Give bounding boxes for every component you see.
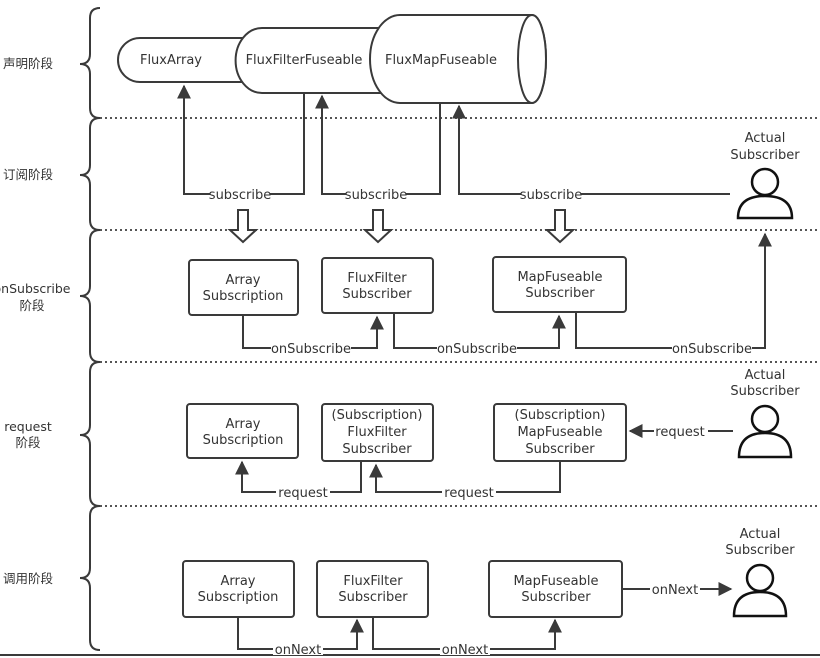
stage-label-invoke: 调用阶段 bbox=[3, 571, 53, 586]
stage-label-request: request bbox=[4, 419, 52, 434]
actor-label: Subscriber bbox=[725, 543, 795, 558]
publisher-label: FluxFilterFuseable bbox=[246, 53, 363, 68]
request-box-fluxfilter-subscriber: (Subscription) FluxFilter Subscriber bbox=[321, 403, 434, 462]
onsubscribe-edge-label: onSubscribe bbox=[437, 342, 517, 357]
invoke-box-mapfuseable-subscriber: MapFuseable Subscriber bbox=[488, 560, 623, 618]
request-box-mapfuseable-subscriber: (Subscription) MapFuseable Subscriber bbox=[493, 403, 627, 462]
svg-text:Subscription: Subscription bbox=[198, 590, 279, 605]
down-arrow-icon bbox=[362, 209, 394, 244]
invoke-box-array-subscription: Array Subscription bbox=[182, 560, 295, 618]
subscribe-edge-label: subscribe bbox=[209, 188, 271, 203]
svg-text:MapFuseable: MapFuseable bbox=[513, 574, 598, 589]
publisher-label: FluxArray bbox=[140, 53, 202, 68]
svg-text:Subscriber: Subscriber bbox=[338, 590, 408, 605]
svg-text:(Subscription): (Subscription) bbox=[332, 408, 423, 423]
user-icon bbox=[736, 167, 794, 220]
onnext-edge-label: onNext bbox=[275, 643, 321, 658]
user-icon bbox=[732, 563, 788, 618]
svg-text:Subscription: Subscription bbox=[203, 289, 284, 304]
user-icon bbox=[737, 404, 793, 459]
stage-brace-invoke bbox=[79, 505, 101, 651]
publisher-flux-map-fuseable: FluxMapFuseable bbox=[369, 14, 547, 104]
actor-label: Subscriber bbox=[730, 148, 800, 163]
svg-text:(Subscription): (Subscription) bbox=[515, 408, 606, 423]
svg-text:Subscriber: Subscriber bbox=[525, 442, 595, 457]
svg-text:Subscriber: Subscriber bbox=[342, 442, 412, 457]
down-arrow-icon bbox=[227, 209, 259, 244]
stage-label-request-suffix: 阶段 bbox=[15, 435, 40, 450]
request-box-array-subscription: Array Subscription bbox=[186, 403, 299, 459]
stage-label-declare: 声明阶段 bbox=[3, 56, 53, 71]
svg-text:Array: Array bbox=[225, 417, 260, 432]
stage-brace-subscribe bbox=[79, 117, 101, 231]
subscribe-edge-to-flux-array bbox=[177, 84, 305, 195]
svg-text:MapFuseable: MapFuseable bbox=[517, 425, 602, 440]
subscribe-edge-to-flux-filter bbox=[315, 94, 441, 195]
subscribe-edge-label: subscribe bbox=[520, 188, 582, 203]
request-edge-label: request bbox=[655, 425, 704, 440]
actor-actual-subscriber: Actual Subscriber bbox=[725, 527, 795, 618]
svg-text:Array: Array bbox=[220, 574, 255, 589]
stage-brace-onsubscribe bbox=[79, 229, 101, 363]
svg-text:Subscriber: Subscriber bbox=[525, 286, 595, 301]
request-edge-label: request bbox=[278, 486, 327, 501]
stage-label-onsubscribe-suffix: 阶段 bbox=[19, 298, 44, 313]
publisher-label: FluxMapFuseable bbox=[385, 53, 497, 68]
down-arrow-icon bbox=[544, 209, 576, 244]
svg-text:Subscription: Subscription bbox=[203, 433, 284, 448]
actor-actual-subscriber: Actual Subscriber bbox=[730, 131, 800, 220]
svg-text:FluxFilter: FluxFilter bbox=[347, 271, 407, 286]
stage-label-subscribe: 订阅阶段 bbox=[3, 167, 53, 182]
svg-text:FluxFilter: FluxFilter bbox=[347, 425, 407, 440]
actor-label: Actual bbox=[740, 527, 781, 542]
stage-label-onsubscribe: onSubscribe bbox=[0, 281, 71, 296]
svg-text:MapFuseable: MapFuseable bbox=[517, 270, 602, 285]
svg-text:Array: Array bbox=[225, 273, 260, 288]
onsubscribe-edge-label: onSubscribe bbox=[672, 342, 752, 357]
onsubscribe-box-array-subscription: Array Subscription bbox=[188, 259, 299, 316]
onsubscribe-box-fluxfilter-subscriber: FluxFilter Subscriber bbox=[321, 257, 434, 314]
onnext-edge-label: onNext bbox=[652, 583, 698, 598]
stage-brace-request bbox=[79, 361, 101, 507]
svg-text:FluxFilter: FluxFilter bbox=[343, 574, 403, 589]
actor-label: Subscriber bbox=[730, 384, 800, 399]
request-edge-label: request bbox=[444, 486, 493, 501]
invoke-box-fluxfilter-subscriber: FluxFilter Subscriber bbox=[316, 560, 429, 618]
onnext-edge-label: onNext bbox=[442, 643, 488, 658]
subscribe-edge-to-flux-map bbox=[452, 104, 730, 195]
publisher-flux-array: FluxArray bbox=[117, 37, 261, 83]
publisher-flux-filter-fuseable: FluxFilterFuseable bbox=[234, 27, 401, 94]
subscribe-edge-label: subscribe bbox=[345, 188, 407, 203]
svg-text:Subscriber: Subscriber bbox=[521, 590, 591, 605]
stage-brace-declare bbox=[79, 7, 101, 119]
onsubscribe-edge-to-actor bbox=[575, 232, 772, 349]
actor-label: Actual bbox=[745, 131, 786, 146]
svg-text:Subscriber: Subscriber bbox=[342, 287, 412, 302]
onsubscribe-box-mapfuseable-subscriber: MapFuseable Subscriber bbox=[492, 256, 627, 313]
onsubscribe-edge-label: onSubscribe bbox=[271, 342, 351, 357]
actor-actual-subscriber: Actual Subscriber bbox=[730, 368, 800, 459]
actor-label: Actual bbox=[745, 368, 786, 383]
